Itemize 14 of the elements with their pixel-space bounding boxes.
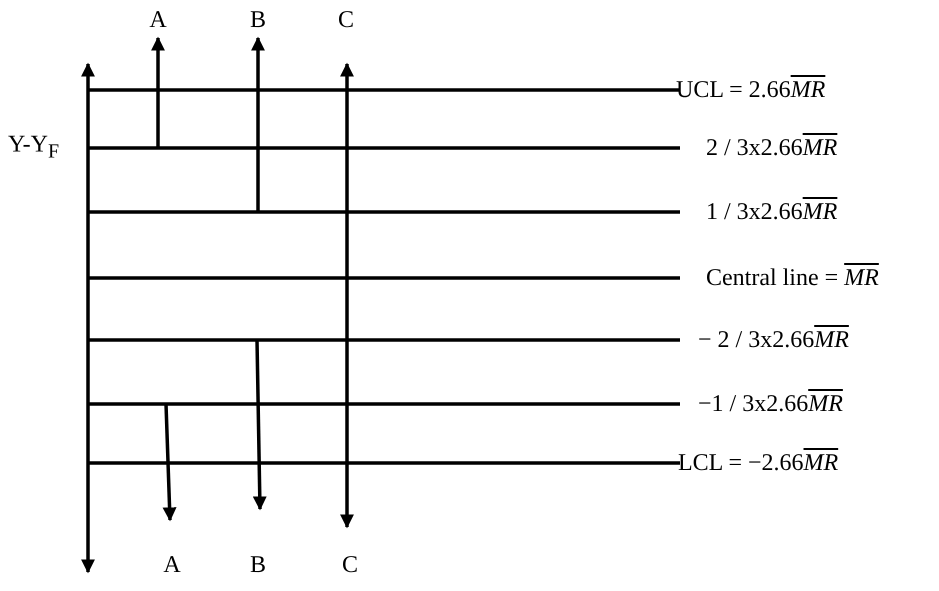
point-label: B <box>250 551 266 579</box>
limit-label: UCL = 2.66MR <box>676 76 826 104</box>
zone-label: 2 / 3x2.66MR <box>706 134 838 162</box>
limit-label: LCL = −2.66MR <box>678 449 838 477</box>
point-label: A <box>149 6 167 34</box>
axis-label: Y-Y$_{F}$ <box>8 130 60 164</box>
point-label: A <box>163 551 181 579</box>
zone-label: − 2 / 3x2.66MR <box>698 326 849 354</box>
zone-label: −1 / 3x2.66MR <box>698 390 843 418</box>
point-label: C <box>342 551 358 579</box>
zone-label: 1 / 3x2.66MR <box>706 198 838 226</box>
point-label: C <box>338 6 354 34</box>
point-label: B <box>250 6 266 34</box>
centre-line-label: Central line = MR <box>706 264 879 292</box>
